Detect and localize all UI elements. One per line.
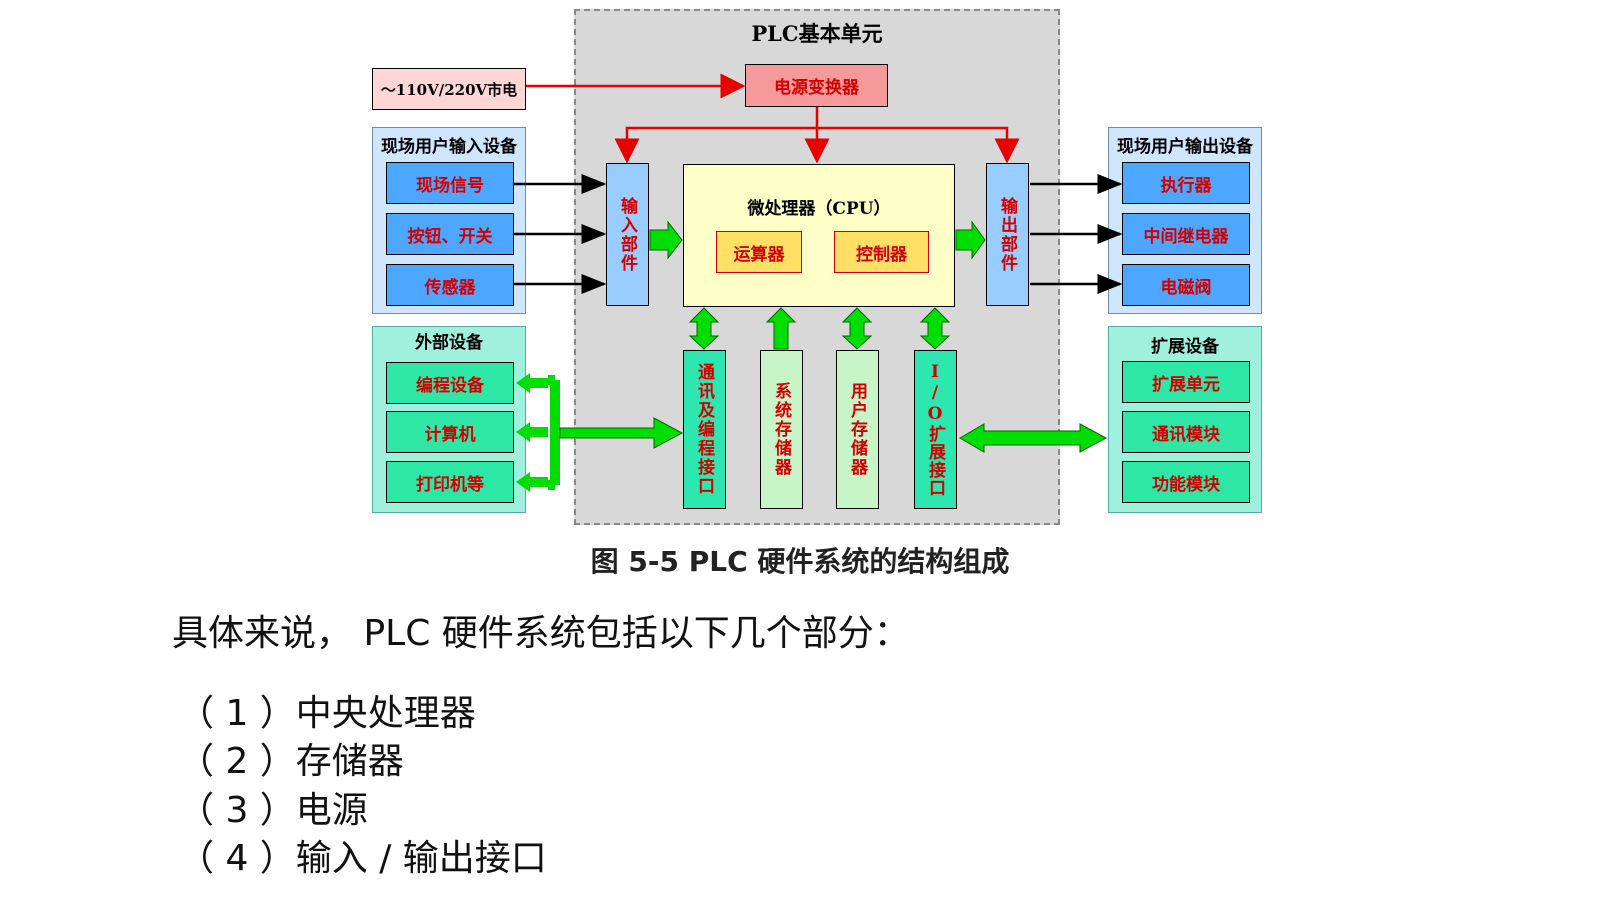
list-item: （ 1 ）中央处理器 [178, 693, 476, 734]
programmer-arrowhead [516, 373, 548, 393]
power-converter-box: 电源变换器 [745, 64, 888, 107]
cpu-io-expansion-double-arrow [919, 307, 951, 350]
figure-caption: 图 5-5 PLC 硬件系统的结构组成 [590, 545, 1010, 578]
comm-programming-interface: 通讯及编程接口 [683, 350, 726, 509]
expansion-unit: 扩展单元 [1122, 361, 1250, 403]
expansion-function-module: 功能模块 [1122, 461, 1250, 503]
external-devices-bracket [548, 375, 560, 490]
power-source-box: ～110V/220V市电 [372, 68, 526, 110]
external-device-printer: 打印机等 [386, 461, 514, 503]
cpu-system-memory-arrow [765, 307, 797, 350]
system-memory: 系统存储器 [760, 350, 803, 509]
comm-programming-interface-label: 通讯及编程接口 [694, 363, 714, 496]
input-to-cpu-arrow [649, 220, 683, 260]
io-expansion-to-expansion-arrow [959, 423, 1108, 453]
expansion-comm-module: 通讯模块 [1122, 411, 1250, 453]
input-unit: 输入部件 [606, 163, 649, 306]
output-unit-label: 输出部件 [997, 196, 1017, 273]
list-item: （ 4 ）输入 / 输出接口 [178, 838, 547, 879]
alu-box: 运算器 [716, 231, 802, 273]
io-expansion-interface: I/O扩展接口 [914, 350, 957, 509]
system-memory-label: 系统存储器 [771, 382, 791, 477]
output-device-solenoid-valve: 电磁阀 [1122, 264, 1250, 306]
external-device-computer: 计算机 [386, 411, 514, 453]
cpu-comm-double-arrow [688, 307, 720, 350]
cpu-user-memory-double-arrow [841, 307, 873, 350]
user-memory-label: 用户存储器 [847, 382, 867, 477]
controller-box: 控制器 [834, 231, 929, 273]
input-device-sensor: 传感器 [386, 264, 514, 306]
external-device-programmer: 编程设备 [386, 362, 514, 404]
output-unit: 输出部件 [986, 163, 1029, 306]
external-to-comm-arrow [559, 417, 684, 449]
input-unit-label: 输入部件 [617, 196, 637, 273]
input-device-buttons-switches: 按钮、开关 [386, 213, 514, 255]
user-memory: 用户存储器 [836, 350, 879, 509]
list-item: （ 2 ）存储器 [178, 741, 404, 782]
lead-paragraph: 具体来说， PLC 硬件系统包括以下几个部分： [172, 613, 910, 654]
expansion-devices-title: 扩展设备 [1151, 337, 1219, 357]
external-devices-title: 外部设备 [415, 333, 483, 353]
input-device-field-signal: 现场信号 [386, 162, 514, 204]
io-expansion-interface-label: I/O扩展接口 [925, 362, 945, 497]
input-devices-title: 现场用户输入设备 [381, 137, 517, 157]
output-device-actuator: 执行器 [1122, 162, 1250, 204]
plc-base-unit-title: PLC基本单元 [751, 21, 883, 46]
output-device-relay: 中间继电器 [1122, 213, 1250, 255]
printer-arrowhead [516, 472, 548, 492]
list-item: （ 3 ）电源 [178, 790, 368, 831]
cpu-to-output-arrow [955, 220, 986, 260]
computer-arrowhead [516, 422, 548, 442]
output-devices-title: 现场用户输出设备 [1117, 137, 1253, 157]
cpu-title: 微处理器（CPU） [747, 199, 891, 219]
